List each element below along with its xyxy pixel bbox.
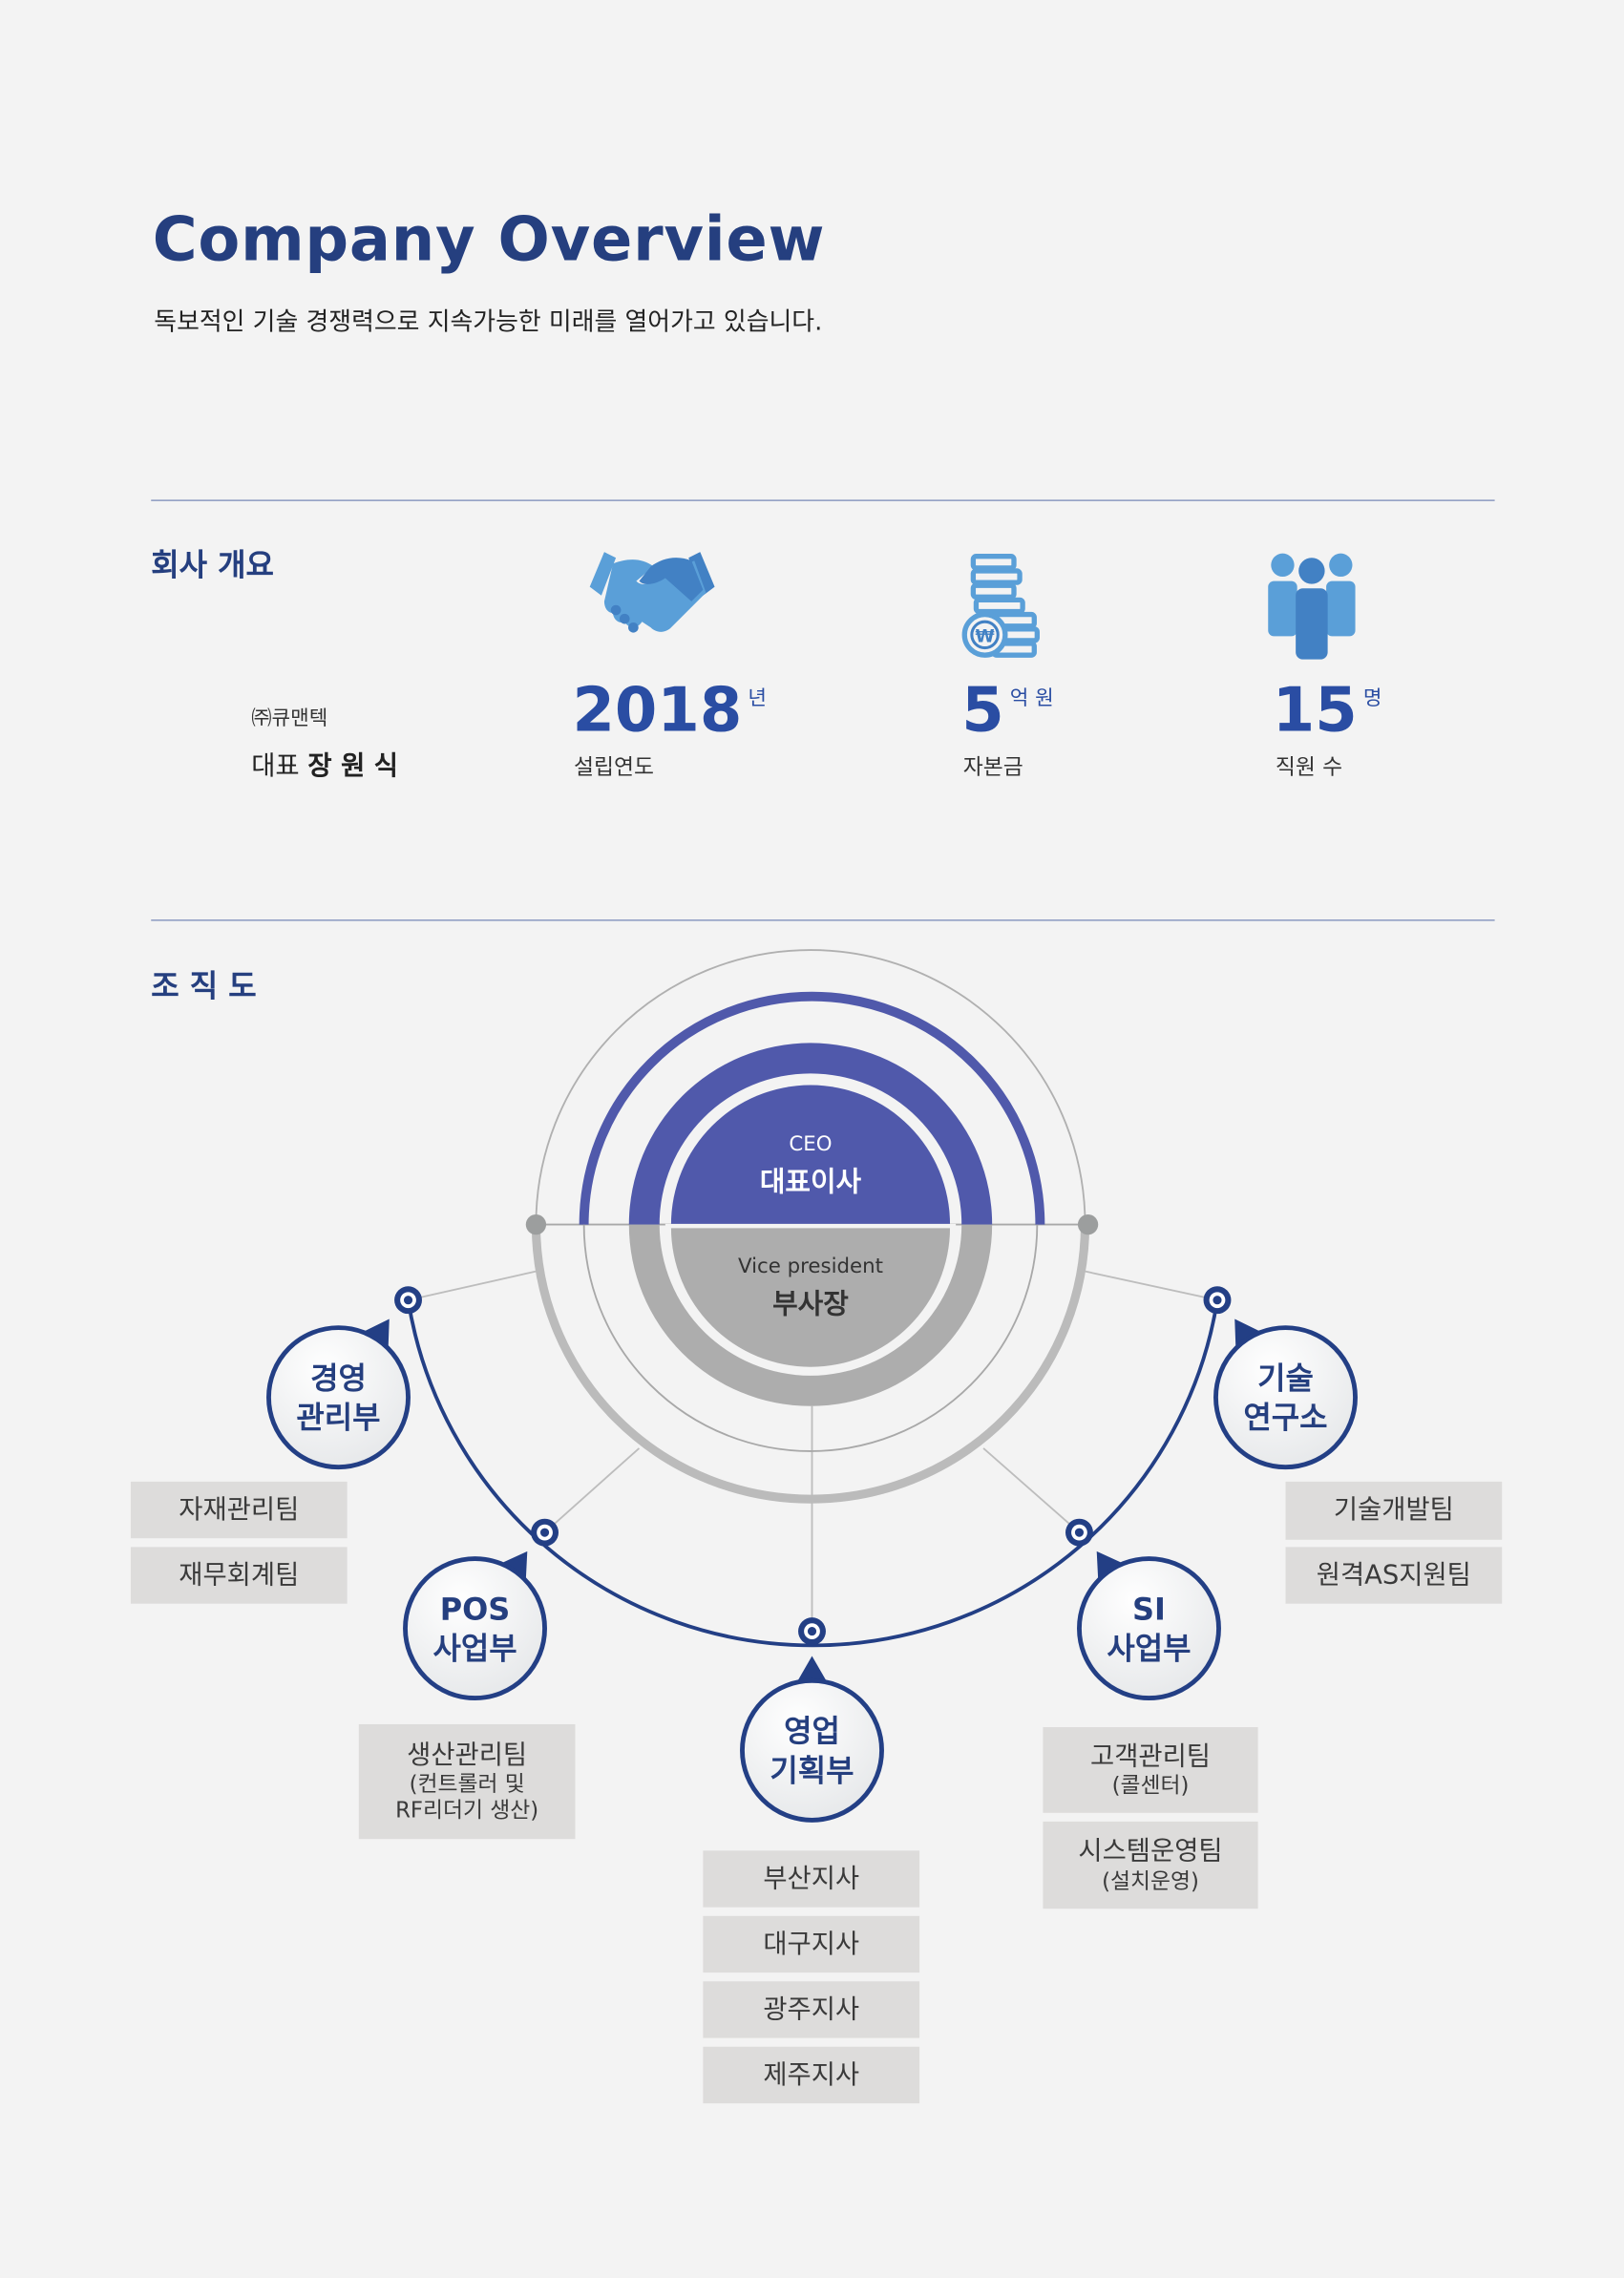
- team-name: 대구지사: [763, 1929, 860, 1960]
- department-node-center: [539, 1528, 550, 1537]
- outer-ring: [535, 949, 1086, 1225]
- vp-en: Vice president: [738, 1255, 883, 1278]
- department-arc: [406, 1299, 1219, 1648]
- team-box: 기술개발팀: [1285, 1481, 1503, 1540]
- team-note: RF리더기 생산): [395, 1797, 539, 1824]
- coins-won-icon: ₩: [961, 554, 1040, 658]
- team-name: 제주지사: [763, 2058, 860, 2090]
- page-title: Company Overview: [152, 203, 826, 275]
- department-name-line2: 사업부: [432, 1631, 517, 1667]
- department-node-center: [1213, 1296, 1222, 1305]
- page-subtitle: 독보적인 기술 경쟁력으로 지속가능한 미래를 열어가고 있습니다.: [154, 307, 823, 337]
- team-box: 부산지사: [703, 1850, 920, 1908]
- vp-band: [628, 1224, 993, 1406]
- department-name-line1: 기술: [1257, 1360, 1314, 1397]
- team-box: 자재관리팀: [130, 1481, 348, 1539]
- outer-arc: [531, 1224, 1090, 1504]
- team-box: 광주지사: [703, 1981, 920, 2038]
- ring-dot: [525, 1213, 547, 1235]
- stat-label: 설립연도: [573, 753, 654, 781]
- department-name-line1: 경영: [310, 1360, 367, 1397]
- svg-text:₩: ₩: [975, 626, 994, 646]
- stat-unit: 년: [748, 686, 768, 710]
- team-box: 원격AS지원팀: [1285, 1547, 1503, 1604]
- team-name: 원격AS지원팀: [1316, 1559, 1471, 1591]
- stat-value: 5: [961, 673, 1004, 746]
- department-name-line2: 연구소: [1243, 1400, 1327, 1436]
- ceo-kr: 대표이사: [760, 1166, 862, 1198]
- department-name-line2: 기획부: [770, 1752, 854, 1788]
- team-name: 자재관리팀: [179, 1494, 300, 1526]
- department-name-line2: 관리부: [296, 1400, 380, 1436]
- department-bubble: [403, 1556, 547, 1701]
- ceo-name: 장 원 식: [307, 750, 399, 782]
- department-bubble: [1077, 1556, 1221, 1701]
- team-box: 고객관리팀 (콜센터): [1043, 1727, 1258, 1813]
- team-box: 대구지사: [703, 1915, 920, 1973]
- org-section-title: 조 직 도: [151, 968, 257, 1004]
- stat-unit: 억 원: [1009, 686, 1054, 710]
- vp-kr: 부사장: [772, 1287, 849, 1319]
- overview-section-title: 회사 개요: [151, 547, 274, 583]
- department-bubble: [266, 1325, 411, 1470]
- ceo-prefix: 대표: [251, 750, 300, 782]
- department-bubble: [1213, 1325, 1358, 1470]
- vp-node[interactable]: [670, 1227, 951, 1367]
- department-node-center: [1074, 1528, 1085, 1537]
- department-node-center: [403, 1296, 413, 1305]
- team-name: 생산관리팀: [407, 1740, 528, 1771]
- ceo-info: 대표 장 원 식: [251, 746, 398, 784]
- team-box: 재무회계팀: [130, 1547, 348, 1604]
- stat-value: 15: [1272, 673, 1358, 746]
- ceo-node[interactable]: [670, 1085, 951, 1225]
- department-name-line1: 영업: [784, 1713, 840, 1749]
- department-name-line1: POS: [440, 1591, 511, 1627]
- team-name: 기술개발팀: [1333, 1494, 1454, 1526]
- department-bubble: [740, 1677, 884, 1823]
- divider: [151, 919, 1495, 921]
- stat-unit: 명: [1362, 686, 1382, 710]
- ceo-arc: [579, 991, 1045, 1225]
- team-name: 시스템운영팀: [1078, 1836, 1223, 1867]
- stat-label: 자본금: [962, 753, 1023, 781]
- team-name: 고객관리팀: [1090, 1740, 1212, 1772]
- stat-value: 2018: [572, 673, 743, 746]
- department-node-center: [807, 1627, 817, 1636]
- handshake-icon: [589, 552, 715, 633]
- stat-label: 직원 수: [1275, 753, 1343, 781]
- team-box: 생산관리팀 (컨트롤러 및 RF리더기 생산): [358, 1723, 576, 1840]
- team-note: (설치운영): [1102, 1867, 1199, 1894]
- ceo-en: CEO: [789, 1132, 832, 1156]
- divider: [151, 499, 1495, 501]
- connector-lines: [408, 1270, 1218, 1632]
- team-note: (콜센터): [1111, 1772, 1190, 1800]
- ceo-band: [628, 1043, 993, 1225]
- team-note: (컨트롤러 및: [409, 1771, 525, 1798]
- company-name: ㈜큐맨텍: [251, 707, 328, 731]
- team-name: 재무회계팀: [179, 1559, 300, 1591]
- team-box: 제주지사: [703, 2046, 920, 2104]
- bubble-pointer: [796, 1656, 828, 1683]
- ring-dot: [1077, 1213, 1099, 1235]
- team-name: 부산지사: [763, 1863, 860, 1894]
- team-box: 시스템운영팀 (설치운영): [1043, 1821, 1258, 1909]
- team-name: 광주지사: [763, 1993, 860, 2025]
- department-name-line1: SI: [1132, 1591, 1166, 1627]
- department-name-line2: 사업부: [1107, 1631, 1191, 1667]
- people-icon: [1268, 553, 1356, 660]
- vp-ring: [582, 1224, 1039, 1452]
- department-1[interactable]: POS 사업부: [403, 1518, 559, 1701]
- department-3[interactable]: SI 사업부: [1065, 1518, 1221, 1701]
